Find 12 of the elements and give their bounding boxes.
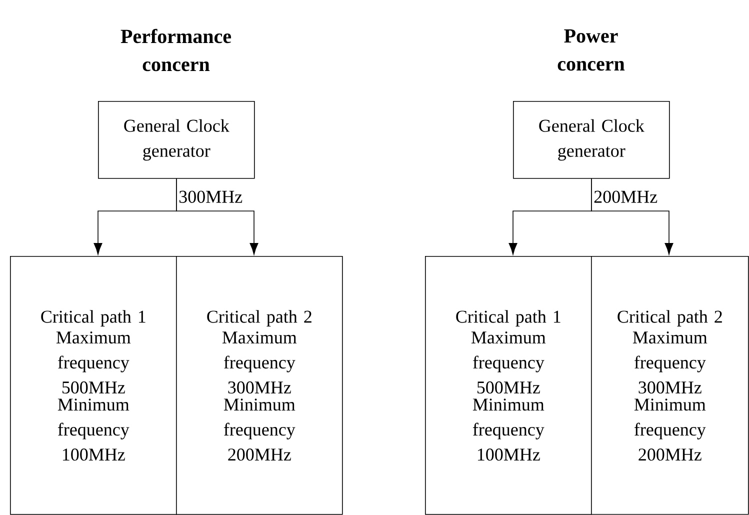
- critical-path-box: Critical path 1 Maximum frequency 500MHz Minimum frequency 100MHz: [425, 256, 592, 515]
- edge-label: 300MHz: [178, 190, 244, 204]
- critical-path-box: Critical path 2 Maximum frequency 300MHz Minimum frequency 200MHz: [176, 256, 343, 515]
- clock-generator-box: General Clock generator: [98, 101, 255, 179]
- arrow: [176, 178, 258, 255]
- edge-label: 200MHz: [592, 190, 659, 204]
- critical-path-box: Critical path 1 Maximum frequency 500MHz Minimum frequency 100MHz: [10, 256, 177, 515]
- critical-path-box: Critical path 2 Maximum frequency 300MHz Minimum frequency 200MHz: [591, 256, 749, 515]
- heading: Performance concern: [120, 28, 232, 72]
- clock-generator-box: General Clock generator: [513, 101, 670, 179]
- heading: Power concern: [558, 29, 625, 71]
- arrow: [591, 178, 674, 255]
